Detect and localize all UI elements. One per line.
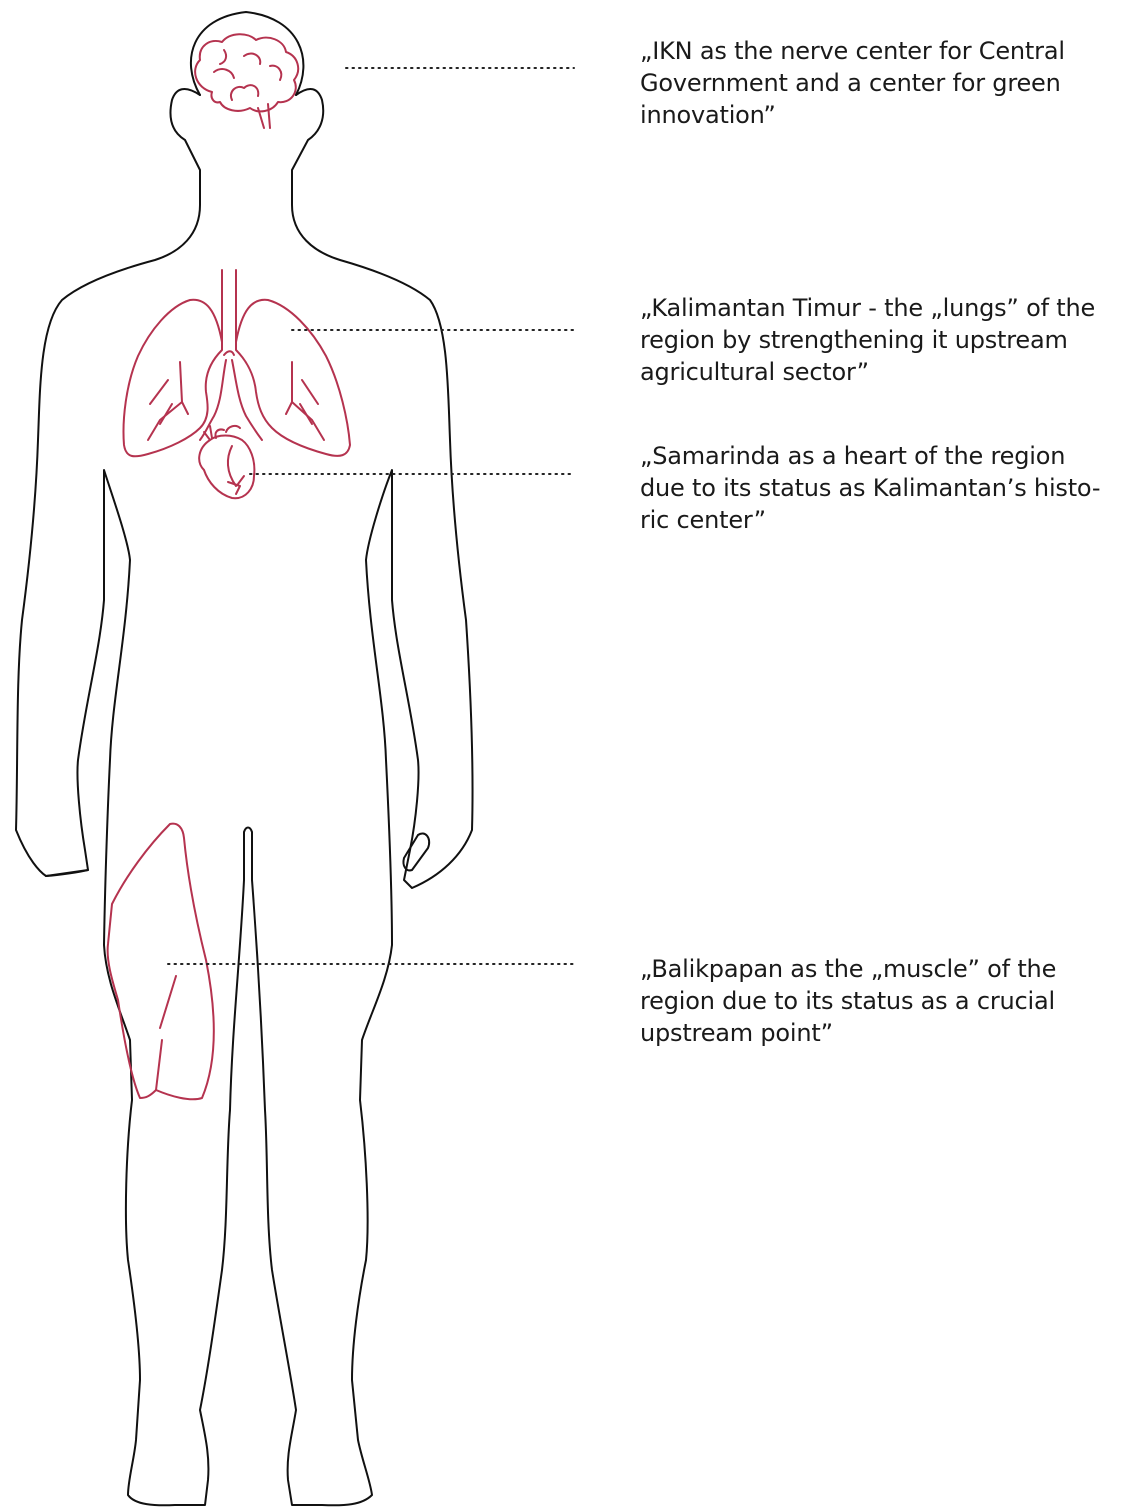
- annotation-muscle-line-3: upstream point”: [640, 1017, 1145, 1049]
- brain-icon: [195, 34, 298, 128]
- annotation-heart: „Samarinda as a heart of the region due …: [640, 440, 1145, 536]
- body-silhouette: [16, 12, 473, 1505]
- annotation-heart-line-2: due to its status as Kalimantan’s histo-: [640, 472, 1145, 504]
- annotation-muscle-line-1: „Balikpapan as the „muscle” of the: [640, 953, 1145, 985]
- muscle-icon: [108, 824, 214, 1100]
- annotation-lungs: „Kalimantan Timur - the „lungs” of the r…: [640, 292, 1145, 388]
- annotation-lungs-line-1: „Kalimantan Timur - the „lungs” of the: [640, 292, 1145, 324]
- annotation-brain: „IKN as the nerve center for Central Gov…: [640, 35, 1145, 131]
- lungs-icon: [124, 270, 350, 456]
- annotation-heart-line-3: ric center”: [640, 504, 1145, 536]
- heart-icon: [199, 426, 254, 498]
- annotation-brain-line-3: innovation”: [640, 99, 1145, 131]
- annotation-lungs-line-2: region by strengthening it upstream: [640, 324, 1145, 356]
- annotation-brain-line-1: „IKN as the nerve center for Central: [640, 35, 1145, 67]
- annotation-muscle-line-2: region due to its status as a crucial: [640, 985, 1145, 1017]
- annotation-heart-line-1: „Samarinda as a heart of the region: [640, 440, 1145, 472]
- annotation-brain-line-2: Government and a center for green: [640, 67, 1145, 99]
- body-outline: [16, 89, 473, 1505]
- leader-lines: [168, 68, 574, 964]
- annotation-muscle: „Balikpapan as the „muscle” of the regio…: [640, 953, 1145, 1049]
- left-hand: [46, 870, 88, 876]
- annotation-lungs-line-3: agricultural sector”: [640, 356, 1145, 388]
